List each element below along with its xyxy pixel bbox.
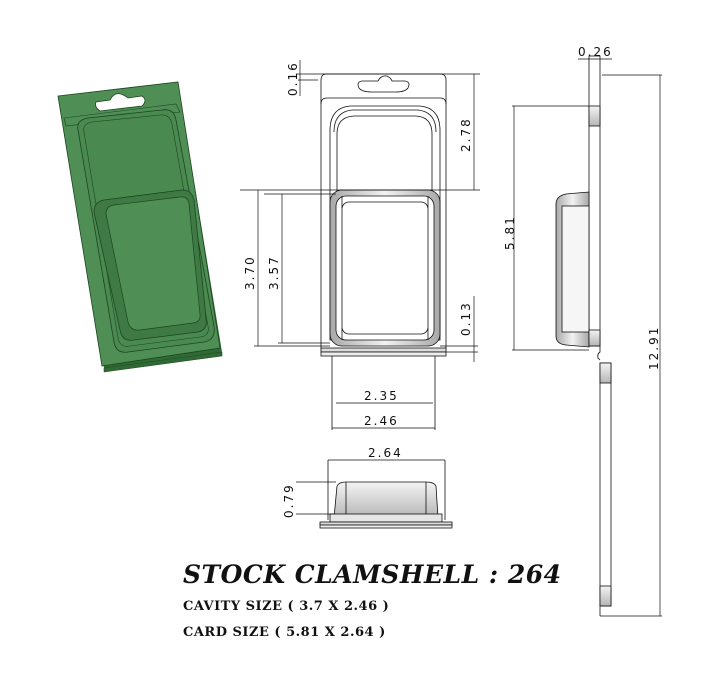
side-dimensions [512,58,662,617]
card-size-label: CARD SIZE ( 5.81 X 2.64 ) [183,625,386,640]
dim-bottom-flange: 0.13 [459,301,473,336]
dim-cavity-width-outer: 2.46 [364,414,399,428]
front-view [320,73,447,430]
dim-thickness: 0.26 [578,45,613,59]
dim-cavity-depth: 0.79 [282,483,296,518]
bottom-view [296,459,453,529]
product-title: STOCK CLAMSHELL : 264 [183,560,562,589]
dim-cavity-height-inner: 3.57 [267,255,281,290]
cavity-size-label: CAVITY SIZE ( 3.7 X 2.46 ) [183,599,390,614]
dim-cavity-height-outer: 3.70 [243,255,257,290]
dim-cavity-width-inner: 2.35 [364,389,399,403]
dim-overall-width: 2.64 [368,446,403,460]
side-view [555,55,612,616]
dim-card-height: 5.81 [503,215,517,250]
dim-overall-height: 12.91 [647,326,661,370]
front-dimensions [240,60,480,429]
isometric-view [57,81,223,373]
dim-top-to-cavity: 2.78 [459,117,473,152]
dim-hang-tab-offset: 0.16 [286,61,300,96]
